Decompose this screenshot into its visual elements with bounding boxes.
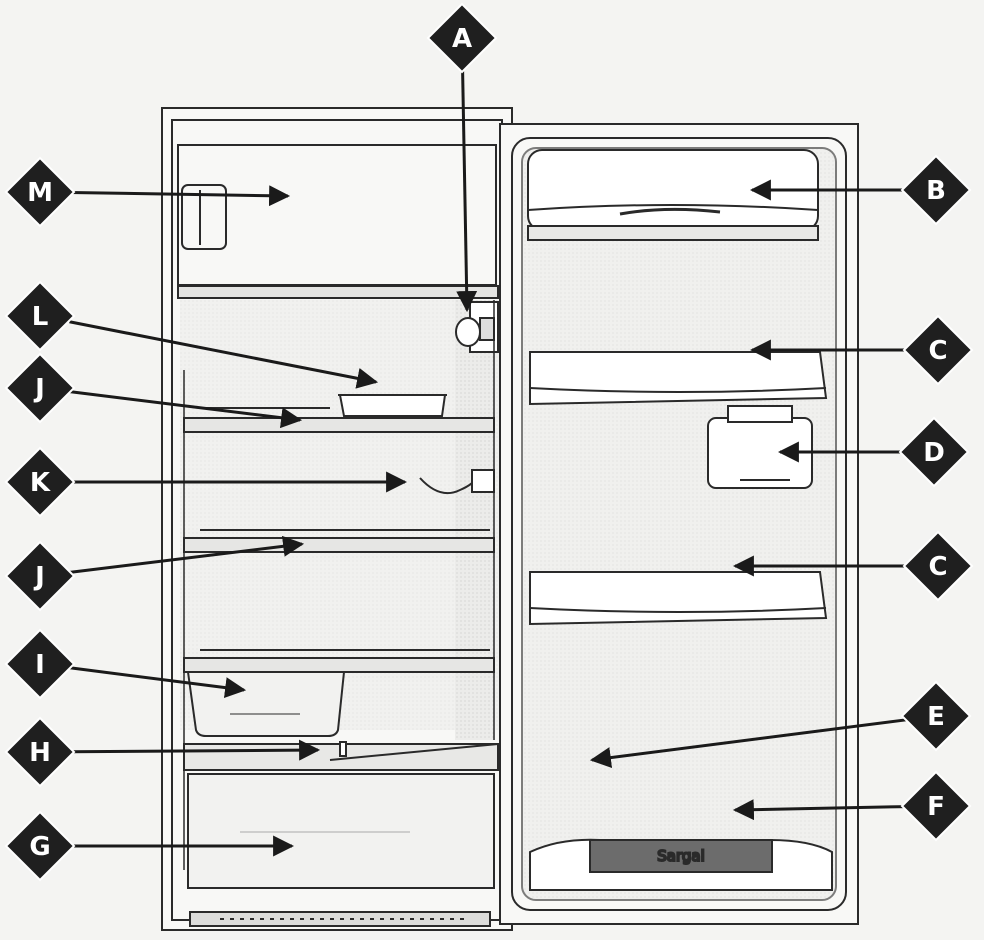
- callout-c1: C: [749, 314, 974, 386]
- callout-arrow-e: [589, 718, 907, 769]
- callout-diamond-k: [4, 446, 76, 518]
- callout-label-m: M: [27, 178, 53, 208]
- callout-label-c2: C: [928, 552, 947, 582]
- callout-diamond-i: [4, 628, 76, 700]
- callout-arrow-j2: [69, 535, 305, 574]
- callout-arrow-j1: [69, 390, 303, 429]
- callout-c2: C: [732, 530, 974, 602]
- callout-arrow-m: [69, 185, 291, 207]
- callout-label-c1: C: [928, 336, 947, 366]
- callout-diamond-e: [900, 680, 972, 752]
- door-egg-rack: [527, 149, 819, 241]
- callout-diamond-g: [4, 810, 76, 882]
- callout-label-j1: J: [33, 374, 45, 404]
- callout-label-g: G: [29, 832, 50, 862]
- callout-e: E: [589, 680, 972, 769]
- callout-d: D: [777, 416, 970, 488]
- callout-arrow-i: [69, 666, 247, 699]
- callout-g: G: [4, 810, 295, 882]
- brand-plate: Sargal: [657, 847, 705, 865]
- callout-label-e: E: [927, 702, 945, 732]
- callout-label-h: H: [29, 738, 51, 768]
- callout-arrow-a: [456, 67, 478, 313]
- callout-f: F: [732, 770, 972, 842]
- storage-box: [186, 671, 346, 737]
- callout-label-a: A: [452, 24, 472, 54]
- callout-k: K: [4, 446, 408, 518]
- callout-diamond-j1: [4, 352, 76, 424]
- callout-label-k: K: [30, 468, 51, 498]
- callout-b: B: [749, 154, 972, 226]
- callout-diamond-j2: [4, 540, 76, 612]
- door-bottle-shelf: Sargal: [529, 838, 833, 891]
- callout-diamond-m: [4, 156, 76, 228]
- callout-diamond-d: [898, 416, 970, 488]
- crisper-cover: [183, 741, 499, 771]
- callout-label-j2: J: [33, 562, 45, 592]
- callout-arrow-f: [732, 799, 907, 821]
- callout-diamond-l: [4, 280, 76, 352]
- callout-arrow-l: [69, 320, 379, 389]
- callout-m: M: [4, 156, 291, 228]
- callout-i: I: [4, 628, 247, 700]
- fridge-door: Sargal: [499, 123, 859, 925]
- callout-label-b: B: [926, 176, 946, 206]
- callout-label-l: L: [32, 302, 49, 332]
- door-shelf-middle: [529, 571, 828, 626]
- callout-label-i: I: [35, 650, 45, 680]
- callout-arrow-h: [69, 739, 321, 761]
- callouts: A B C D C E F M L J K J I H G: [4, 2, 974, 882]
- callout-diamond-a: [426, 2, 498, 74]
- callout-diamond-c2: [902, 530, 974, 602]
- callout-j2: J: [4, 535, 305, 612]
- callout-diamond-f: [900, 770, 972, 842]
- callout-diamond-h: [4, 716, 76, 788]
- door-shelf-upper: [529, 351, 828, 406]
- fridge-cabinet: [161, 107, 513, 931]
- freezer-compartment: [177, 144, 499, 299]
- callout-j1: J: [4, 352, 303, 429]
- callout-label-f: F: [927, 792, 945, 822]
- callout-l: L: [4, 280, 379, 389]
- callout-a: A: [426, 2, 498, 313]
- callout-diamond-b: [900, 154, 972, 226]
- crisper-drawer: [187, 773, 495, 889]
- callout-label-d: D: [923, 438, 945, 468]
- door-dairy-compartment: [707, 405, 813, 489]
- callout-diamond-c1: [902, 314, 974, 386]
- callout-h: H: [4, 716, 321, 788]
- ice-tray: [338, 394, 447, 417]
